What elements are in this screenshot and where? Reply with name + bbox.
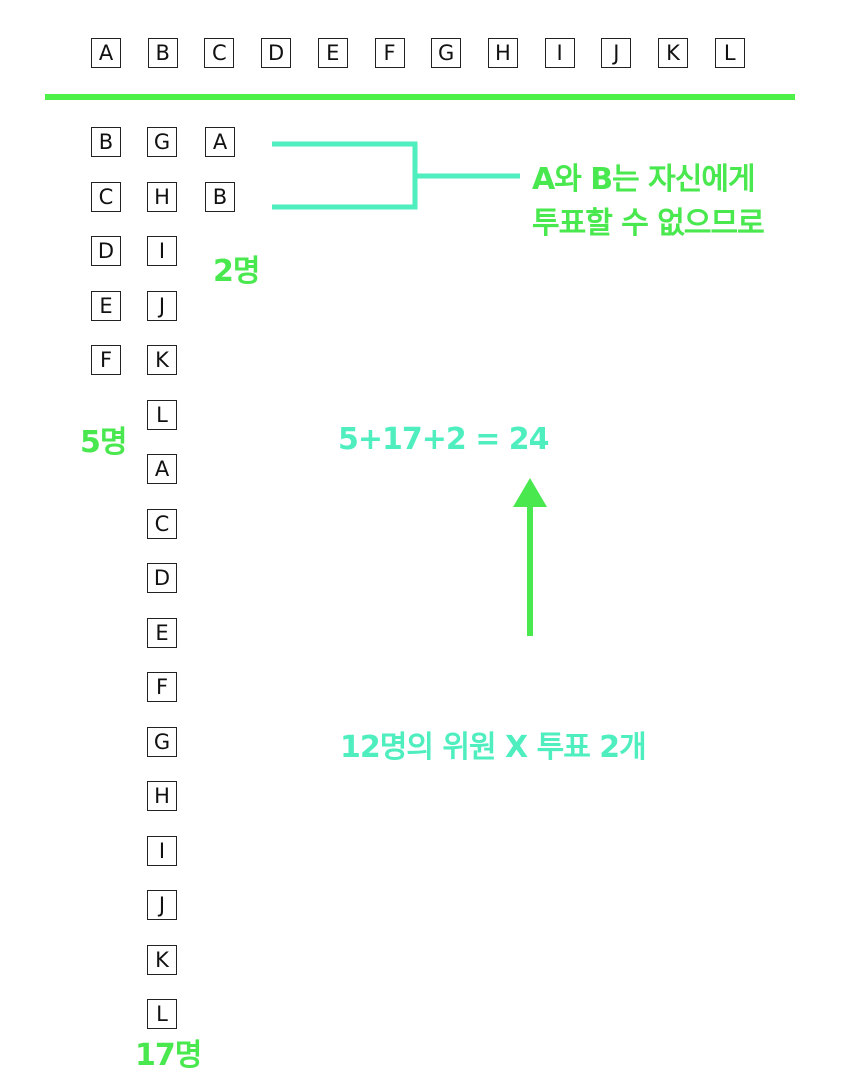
col2-box-l: L — [147, 999, 177, 1029]
col2-box-a: A — [147, 454, 177, 484]
top-box-i: I — [544, 38, 575, 68]
explanation-note: A와 B는 자신에게 투표할 수 없으므로 — [532, 158, 765, 246]
count-label-column-3: 2명 — [213, 254, 260, 289]
col1-box-b: B — [91, 127, 121, 157]
col2-box-f: F — [147, 672, 177, 702]
col1-box-e: E — [91, 290, 121, 321]
top-box-f: F — [374, 38, 405, 68]
col2-box-l: L — [147, 399, 177, 430]
caption: 12명의 위원 X 투표 2개 — [340, 730, 647, 765]
count-label-column-2: 17명 — [135, 1038, 202, 1073]
equation: 5+17+2 = 24 — [338, 422, 550, 457]
col3-box-b: B — [205, 181, 235, 212]
top-box-c: C — [204, 38, 235, 68]
top-box-h: H — [487, 38, 518, 68]
col2-box-j: J — [147, 890, 177, 920]
col2-box-d: D — [147, 563, 177, 593]
col3-box-a: A — [205, 127, 235, 157]
top-box-d: D — [261, 38, 292, 68]
note-line-2: 투표할 수 없으므로 — [532, 206, 765, 241]
col2-box-j: J — [147, 290, 177, 321]
col2-box-g: G — [147, 127, 177, 157]
col1-box-f: F — [91, 345, 121, 375]
col2-box-i: I — [147, 236, 177, 266]
top-box-l: L — [714, 38, 745, 68]
count-label-column-1: 5명 — [80, 425, 127, 460]
bracket-connector — [272, 141, 520, 210]
col2-box-c: C — [147, 508, 177, 539]
col2-box-h: H — [147, 181, 177, 212]
top-box-a: A — [91, 38, 121, 68]
col2-box-k: K — [147, 345, 177, 375]
col2-box-e: E — [147, 617, 177, 648]
col2-box-k: K — [147, 944, 177, 975]
note-line-1: A와 B는 자신에게 — [532, 162, 756, 197]
top-box-e: E — [317, 38, 348, 68]
top-separator-line — [45, 94, 795, 100]
up-arrow-head — [513, 478, 547, 507]
top-box-j: J — [601, 38, 632, 68]
col2-box-i: I — [147, 835, 177, 866]
top-box-g: G — [431, 38, 462, 68]
col1-box-c: C — [91, 181, 121, 212]
col2-box-g: G — [147, 726, 177, 757]
top-box-k: K — [658, 38, 688, 68]
col1-box-d: D — [91, 236, 121, 266]
top-box-b: B — [147, 38, 178, 68]
col2-box-h: H — [147, 781, 177, 811]
